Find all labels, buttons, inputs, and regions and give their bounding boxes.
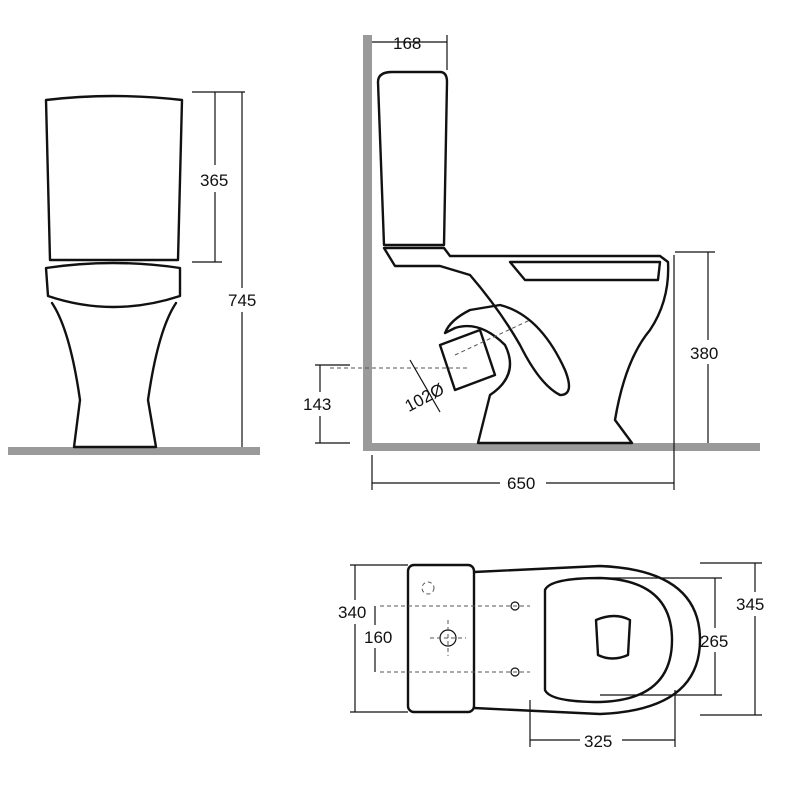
pedestal-front bbox=[50, 301, 178, 449]
front-view: 365 745 bbox=[8, 91, 260, 455]
cistern-side bbox=[376, 70, 449, 247]
dim-tank-width: 340 bbox=[338, 603, 366, 622]
dim-seat-height: 380 bbox=[690, 344, 718, 363]
dim-total-length: 650 bbox=[507, 474, 535, 493]
dim-seat-width: 265 bbox=[700, 632, 728, 651]
bowl-rim-front bbox=[44, 261, 182, 309]
dim-tank-height: 365 bbox=[200, 171, 228, 190]
bowl-rim-side bbox=[508, 260, 662, 282]
dim-outlet-height: 143 bbox=[303, 395, 331, 414]
dim-tank-depth: 168 bbox=[393, 34, 421, 53]
bowl-side bbox=[382, 246, 670, 445]
floor bbox=[363, 443, 760, 451]
dim-bowl-width: 345 bbox=[736, 595, 764, 614]
top-view: 340 160 345 265 325 bbox=[338, 562, 764, 751]
side-view: 168 380 143 102Ø 650 bbox=[303, 34, 760, 493]
cistern-front bbox=[44, 94, 184, 262]
seat-opening bbox=[543, 576, 674, 704]
drain-opening bbox=[594, 614, 632, 660]
bowl-top bbox=[472, 564, 702, 716]
outlet-pipe bbox=[438, 328, 497, 392]
cistern-top bbox=[406, 563, 476, 714]
dim-seat-length: 325 bbox=[584, 732, 612, 751]
wall bbox=[363, 35, 372, 450]
floor bbox=[8, 447, 260, 455]
dim-total-height: 745 bbox=[228, 291, 256, 310]
dim-fixing-spacing: 160 bbox=[364, 628, 392, 647]
